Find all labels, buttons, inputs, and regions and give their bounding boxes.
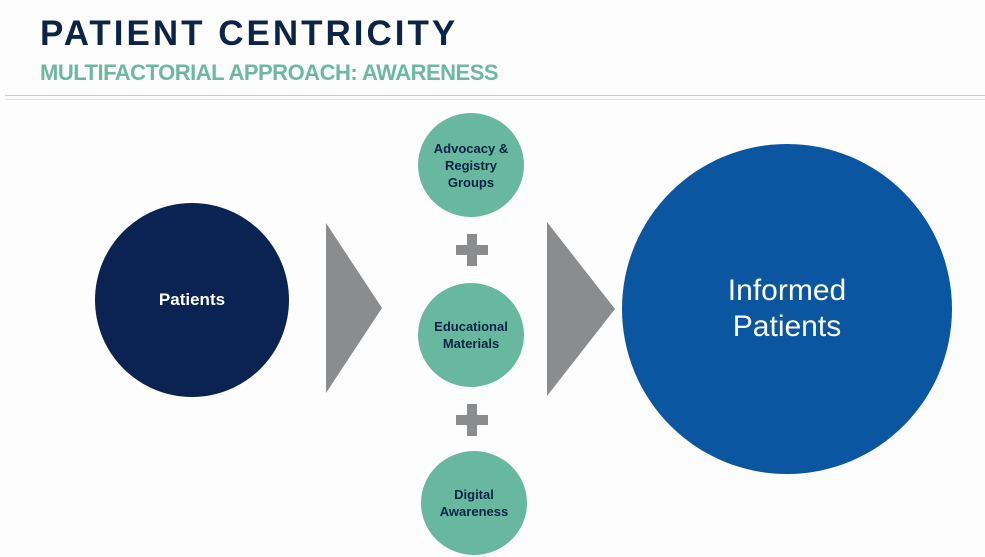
factor-circle-advocacy: Advocacy & Registry Groups <box>418 113 524 217</box>
factor-label: Digital Awareness <box>439 487 509 519</box>
arrow-right-icon <box>547 222 615 396</box>
patients-circle: Patients <box>95 203 289 397</box>
arrow-right-icon <box>326 223 382 393</box>
informed-patients-label: Informed Patients <box>727 274 847 343</box>
header-divider <box>5 95 985 100</box>
plus-icon <box>456 404 488 436</box>
page-title: PATIENT CENTRICITY <box>40 14 459 53</box>
factor-label: Advocacy & Registry Groups <box>433 140 509 190</box>
factor-circle-digital: Digital Awareness <box>421 451 527 555</box>
plus-icon <box>456 234 488 266</box>
page-subtitle: MULTIFACTORIAL APPROACH: AWARENESS <box>40 60 499 85</box>
factor-label: Educational Materials <box>434 319 508 351</box>
factor-circle-educational: Educational Materials <box>418 283 524 387</box>
patients-label: Patients <box>158 290 226 309</box>
informed-patients-circle: Informed Patients <box>622 144 952 474</box>
